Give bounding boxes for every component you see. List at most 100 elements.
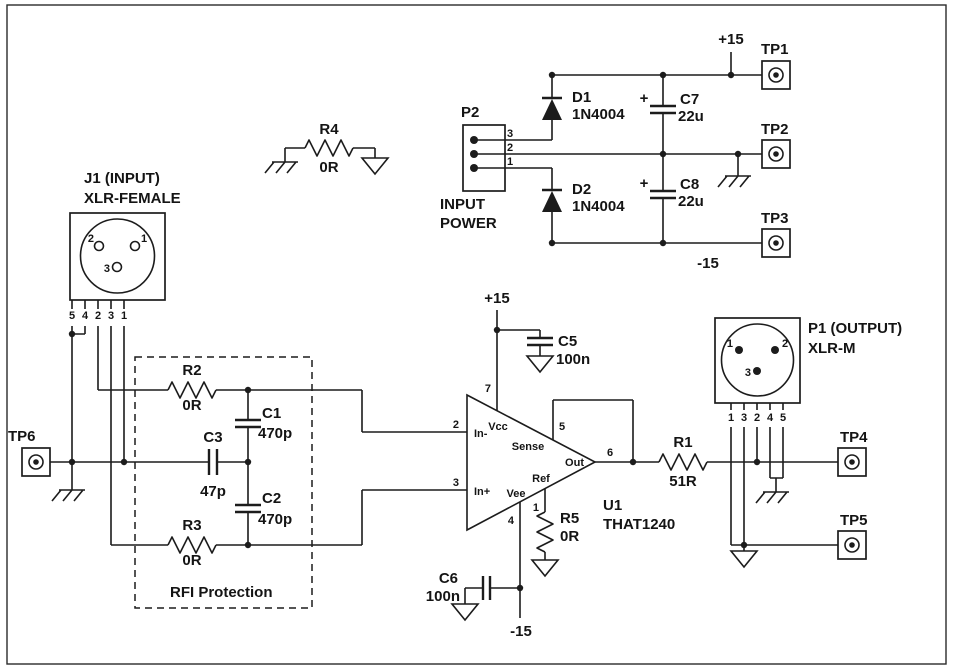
tp5-label: TP5 <box>840 512 868 529</box>
j1-row-1: 1 <box>121 310 127 322</box>
capacitor-c6: C6 100n <box>426 570 492 605</box>
d1-ref: D1 <box>572 89 591 106</box>
u1-pin-ref-name: Ref <box>532 473 550 485</box>
rail-neg-label: -15 <box>697 255 719 272</box>
rfi-outline <box>134 356 313 609</box>
r4-ref: R4 <box>319 121 339 138</box>
capacitor-c2: C2 470p <box>235 490 292 528</box>
p1-row-2: 2 <box>754 412 760 424</box>
tp5: TP5 <box>837 512 868 560</box>
page-border <box>6 4 947 665</box>
p2-pin2-label: 2 <box>507 142 513 154</box>
j1-row-3: 3 <box>108 310 114 322</box>
u1-pin-inn-name: In- <box>474 428 488 440</box>
j1-row-4: 4 <box>82 310 89 322</box>
p2-caption-2: POWER <box>440 215 497 232</box>
tp3-label: TP3 <box>761 210 789 227</box>
capacitor-c1: C1 470p <box>235 405 292 442</box>
wires <box>50 52 838 618</box>
tp6-label: TP6 <box>8 428 36 445</box>
c1-ref: C1 <box>262 405 281 422</box>
u1-pin5-num: 5 <box>559 421 565 433</box>
capacitor-c7: + C7 22u <box>640 90 704 125</box>
u1-pin2-num: 2 <box>453 419 459 431</box>
j1-body <box>69 212 166 301</box>
u1-ref: U1 <box>603 497 622 514</box>
r2-value: 0R <box>182 397 201 414</box>
rail-pos-label: +15 <box>718 31 743 48</box>
rfi-protection-box: RFI Protection <box>134 356 313 609</box>
p2-caption-1: INPUT <box>440 196 485 213</box>
tp4: TP4 <box>837 429 868 477</box>
u1-pin6-num: 6 <box>607 447 613 459</box>
signal-ground-icon <box>450 603 480 622</box>
r3-ref: R3 <box>182 517 201 534</box>
j1-pin1-label: 1 <box>141 233 147 245</box>
u1-triangle <box>466 393 597 532</box>
j1-pin3-label: 3 <box>104 263 110 275</box>
resistor-r4: R4 0R <box>304 121 354 176</box>
u1-pin-sense-name: Sense <box>512 441 544 453</box>
resistor-r3: R3 0R <box>167 517 217 569</box>
r3-value: 0R <box>182 552 201 569</box>
r5-ref: R5 <box>560 510 579 527</box>
signal-ground-icon <box>729 550 759 569</box>
diode-d1: D1 1N4004 <box>542 89 625 123</box>
p2-pin3-label: 3 <box>507 128 513 140</box>
p1-row-3: 3 <box>741 412 747 424</box>
p1-barrel <box>720 323 795 397</box>
tp2: TP2 <box>761 121 791 169</box>
r2-ref: R2 <box>182 362 201 379</box>
capacitor-c8: + C8 22u <box>640 175 704 210</box>
c8-plus: + <box>640 175 649 192</box>
u1-pin7-num: 7 <box>485 383 491 395</box>
signal-ground-icon <box>530 559 560 578</box>
u1-opamp: +15 7 Vcc 2 In- 3 In+ 5 Sense Out 6 Vee … <box>453 290 675 640</box>
tp4-label: TP4 <box>840 429 868 446</box>
c7-plus: + <box>640 90 649 107</box>
p1-pin2-label: 2 <box>782 338 788 350</box>
p1-xlr-male: P1 (OUTPUT) XLR-M 1 2 3 1 3 2 4 5 <box>714 317 902 424</box>
resistor-r2: R2 0R <box>167 362 217 414</box>
rfi-label: RFI Protection <box>170 584 273 601</box>
p1-title: P1 (OUTPUT) <box>808 320 902 337</box>
r1-value: 51R <box>669 473 697 490</box>
junction-dots <box>68 71 761 592</box>
j1-pin1-contact <box>129 240 141 252</box>
j1-barrel <box>79 218 156 294</box>
signal-ground-icons <box>360 157 759 622</box>
tp1-label: TP1 <box>761 41 789 58</box>
chassis-ground-icon <box>264 161 298 174</box>
c5-ref: C5 <box>558 333 577 350</box>
p2-label: P2 <box>461 104 479 121</box>
resistor-r1: R1 51R <box>658 434 708 490</box>
u1-pin4-num: 4 <box>508 515 515 527</box>
signal-ground-icon <box>525 355 555 374</box>
signal-ground-icon <box>360 157 390 176</box>
r4-symbol <box>304 139 354 157</box>
r5-symbol <box>536 511 554 553</box>
u1-pin-out-name: Out <box>565 457 584 469</box>
tp3: TP3 <box>761 210 791 258</box>
chassis-ground-icon <box>717 175 751 188</box>
p2-connector: P2 3 2 1 INPUT POWER <box>440 104 513 232</box>
chassis-ground-icon <box>755 491 789 504</box>
c1-value: 470p <box>258 425 292 442</box>
resistor-r5: R5 0R <box>536 510 579 553</box>
p1-subtitle: XLR-M <box>808 340 856 357</box>
p1-pin1-label: 1 <box>727 338 733 350</box>
u1-pin-vcc-name: Vcc <box>488 421 508 433</box>
j1-subtitle: XLR-FEMALE <box>84 190 181 207</box>
r3-symbol <box>167 536 217 554</box>
u1-part: THAT1240 <box>603 516 675 533</box>
u1-vee-rail-label: -15 <box>510 623 532 640</box>
chassis-ground-icons <box>51 161 789 504</box>
p1-row-4: 4 <box>767 412 774 424</box>
c8-ref: C8 <box>680 176 699 193</box>
c2-value: 470p <box>258 511 292 528</box>
j1-pin2-contact <box>93 240 105 252</box>
j1-title: J1 (INPUT) <box>84 170 160 187</box>
p2-pin1-label: 1 <box>507 156 513 168</box>
